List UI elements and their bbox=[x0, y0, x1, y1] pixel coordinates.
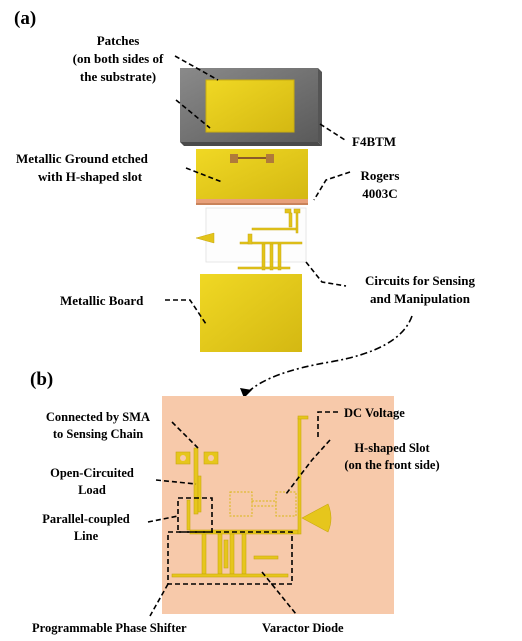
h-shaped-slot bbox=[230, 154, 274, 163]
patches-leader-2 bbox=[175, 99, 211, 129]
rogers-leader bbox=[313, 171, 351, 201]
varactor-leader bbox=[261, 571, 297, 615]
connector-arrowhead bbox=[240, 388, 252, 398]
ground-leader bbox=[185, 167, 223, 183]
metallic-board bbox=[200, 274, 302, 352]
board-leader bbox=[165, 299, 207, 325]
label-patches-3: the substrate) bbox=[80, 69, 156, 84]
dc-leader bbox=[317, 411, 338, 440]
label-open-2: Load bbox=[78, 483, 106, 497]
label-circuits-2: and Manipulation bbox=[370, 291, 471, 306]
sma-leader bbox=[171, 421, 199, 449]
circuits-leader bbox=[305, 261, 347, 287]
label-varactor: Varactor Diode bbox=[262, 621, 344, 635]
panel-b-label: (b) bbox=[30, 369, 53, 390]
label-ground-1: Metallic Ground etched bbox=[16, 151, 149, 166]
hslot-leader bbox=[285, 439, 331, 495]
label-pcl-1: Parallel-coupled bbox=[42, 512, 130, 526]
label-sma-1: Connected by SMA bbox=[46, 410, 150, 424]
label-dc: DC Voltage bbox=[344, 406, 405, 420]
label-patches-2: (on both sides of bbox=[73, 51, 164, 66]
connector-arc bbox=[247, 315, 413, 393]
top-patch bbox=[205, 79, 295, 133]
label-sma-2: to Sensing Chain bbox=[53, 427, 143, 441]
label-phase: Programmable Phase Shifter bbox=[32, 621, 187, 635]
phase-leader bbox=[149, 583, 169, 617]
circuit-traces-a bbox=[195, 208, 303, 271]
label-patches-1: Patches bbox=[97, 33, 140, 48]
label-f4btm: F4BTM bbox=[352, 134, 396, 149]
label-circuits-1: Circuits for Sensing bbox=[365, 273, 476, 288]
open-leader bbox=[155, 479, 197, 485]
patches-leader-1 bbox=[174, 55, 219, 81]
label-open-1: Open-Circuited bbox=[50, 466, 134, 480]
label-hslot-2: (on the front side) bbox=[344, 458, 439, 472]
label-ground-2: with H-shaped slot bbox=[38, 169, 143, 184]
label-board: Metallic Board bbox=[60, 293, 144, 308]
label-hslot-1: H-shaped Slot bbox=[354, 441, 430, 455]
label-rogers-1: Rogers bbox=[361, 168, 400, 183]
label-rogers-2: 4003C bbox=[362, 186, 397, 201]
label-pcl-2: Line bbox=[74, 529, 99, 543]
pcl-leader bbox=[147, 515, 179, 523]
h-shaped-slot-b bbox=[229, 491, 297, 517]
panel-a-label: (a) bbox=[14, 8, 36, 29]
f4btm-leader bbox=[319, 123, 346, 141]
